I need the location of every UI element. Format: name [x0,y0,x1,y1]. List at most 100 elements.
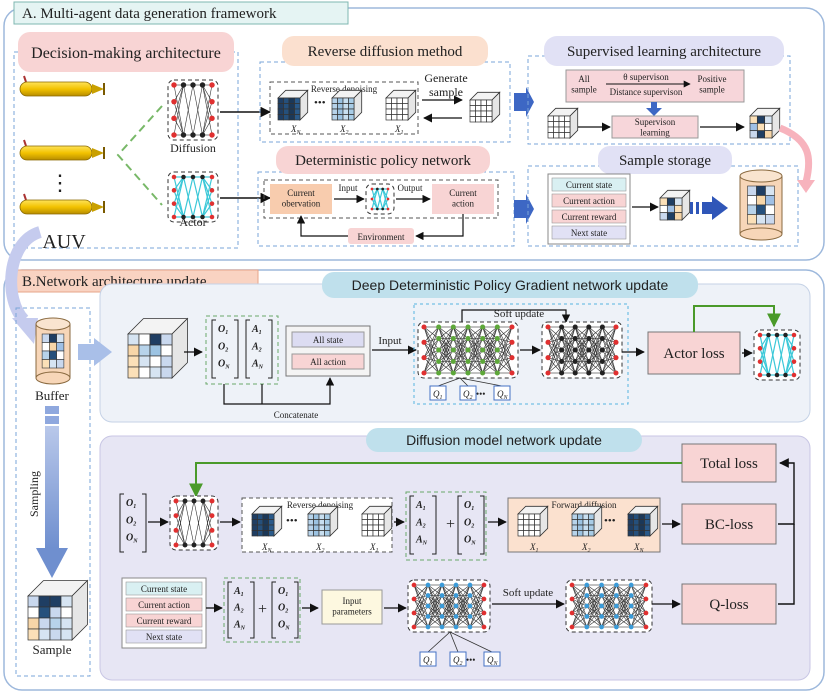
net-edge [586,605,602,628]
critic-area-box [413,303,629,405]
net-edge [423,361,439,374]
net-node [190,174,196,180]
net-edge [784,334,795,349]
net-edge [467,326,483,351]
net-edge [441,616,457,628]
net-node [465,358,471,365]
net-node [200,542,206,548]
net-node [171,201,177,206]
net-edge [630,595,647,614]
net-edge [631,584,647,596]
net-edge [469,584,485,614]
net-node [467,582,473,588]
net-node [439,582,445,588]
cube-cell [475,116,482,123]
net-node [613,355,619,361]
cube-cell [27,628,40,641]
q-label: Q1 [433,389,443,401]
cube-cell [475,110,482,117]
net-edge [497,338,513,374]
net-edge [482,349,498,374]
reverse-dots: ••• [314,97,326,109]
net-node [173,513,179,519]
net-edge [371,188,378,210]
matrix-subscript: N [258,365,264,371]
matrix-subscript: 2 [470,523,474,529]
net-edge [631,595,647,600]
supervised-title: Supervised learning architecture [567,44,761,60]
matrix-subscript: 1 [285,592,288,598]
forward-cubes [517,505,659,537]
matrix-entry: ON [464,535,476,547]
matrix-entry: O2 [278,603,288,615]
net-edge [413,584,429,628]
net-node [599,603,604,609]
text-line: sample [699,84,725,94]
all-action-box [291,353,365,370]
net-edge [602,338,617,358]
net-edge [602,342,617,374]
net-edge [202,500,213,546]
net-edge [630,598,647,617]
cube-cell [564,126,571,133]
cube-cell [577,513,584,520]
q-symbol: Q [453,655,460,665]
net-node [425,593,431,598]
net-node [209,82,215,88]
cube-cell [138,355,151,368]
net-edge [630,605,647,628]
cube-cell [160,344,173,357]
auv-tail [92,202,104,212]
cube-cell [318,519,325,526]
auv-bracket [116,105,163,206]
environment-box [348,228,414,244]
sample-cube [27,579,89,641]
net-edge [631,616,647,628]
net-edge [453,326,469,374]
auv-tail [92,84,104,94]
net-node [425,614,431,619]
net-edge [574,326,590,362]
net-node [439,624,445,630]
matrix-entry: A1 [251,324,262,336]
cube-cell [385,114,392,121]
cube-cell [558,121,565,128]
net-edge [455,595,471,628]
cube-cell [49,617,62,630]
net-edge [469,598,485,607]
matrix-bracket-right [480,495,485,555]
cube-cell [764,130,773,139]
net-edge [547,342,562,351]
net-edge [467,361,483,374]
matrix-entry: A2 [233,603,244,615]
net-edge [469,595,485,628]
total-loss-label: Total loss [700,456,758,472]
net-node [480,358,486,365]
net-node [559,358,565,365]
cube-cell [627,513,634,520]
matrix-subscript: 2 [422,523,426,529]
buffer-cell [41,333,50,343]
net-node [791,332,797,338]
text-line: Current [449,188,477,198]
cube-cell [391,114,398,121]
net-edge [453,338,469,374]
net-edge [173,203,184,218]
cube-cell [517,519,524,526]
net-edge [423,326,439,362]
critic-net-1 [417,321,519,379]
net-node [181,174,186,180]
net-edge [547,326,562,358]
net-node [509,355,515,361]
concatenate-label: Concatenate [274,410,318,420]
net-edge [497,326,513,362]
net-node [559,370,565,376]
net-edge [202,101,213,136]
matrix-bracket-right [432,495,437,555]
cube-cell [127,344,140,357]
cube-cell [480,116,487,123]
buffer-bottom [739,227,783,241]
net-node [182,498,188,504]
